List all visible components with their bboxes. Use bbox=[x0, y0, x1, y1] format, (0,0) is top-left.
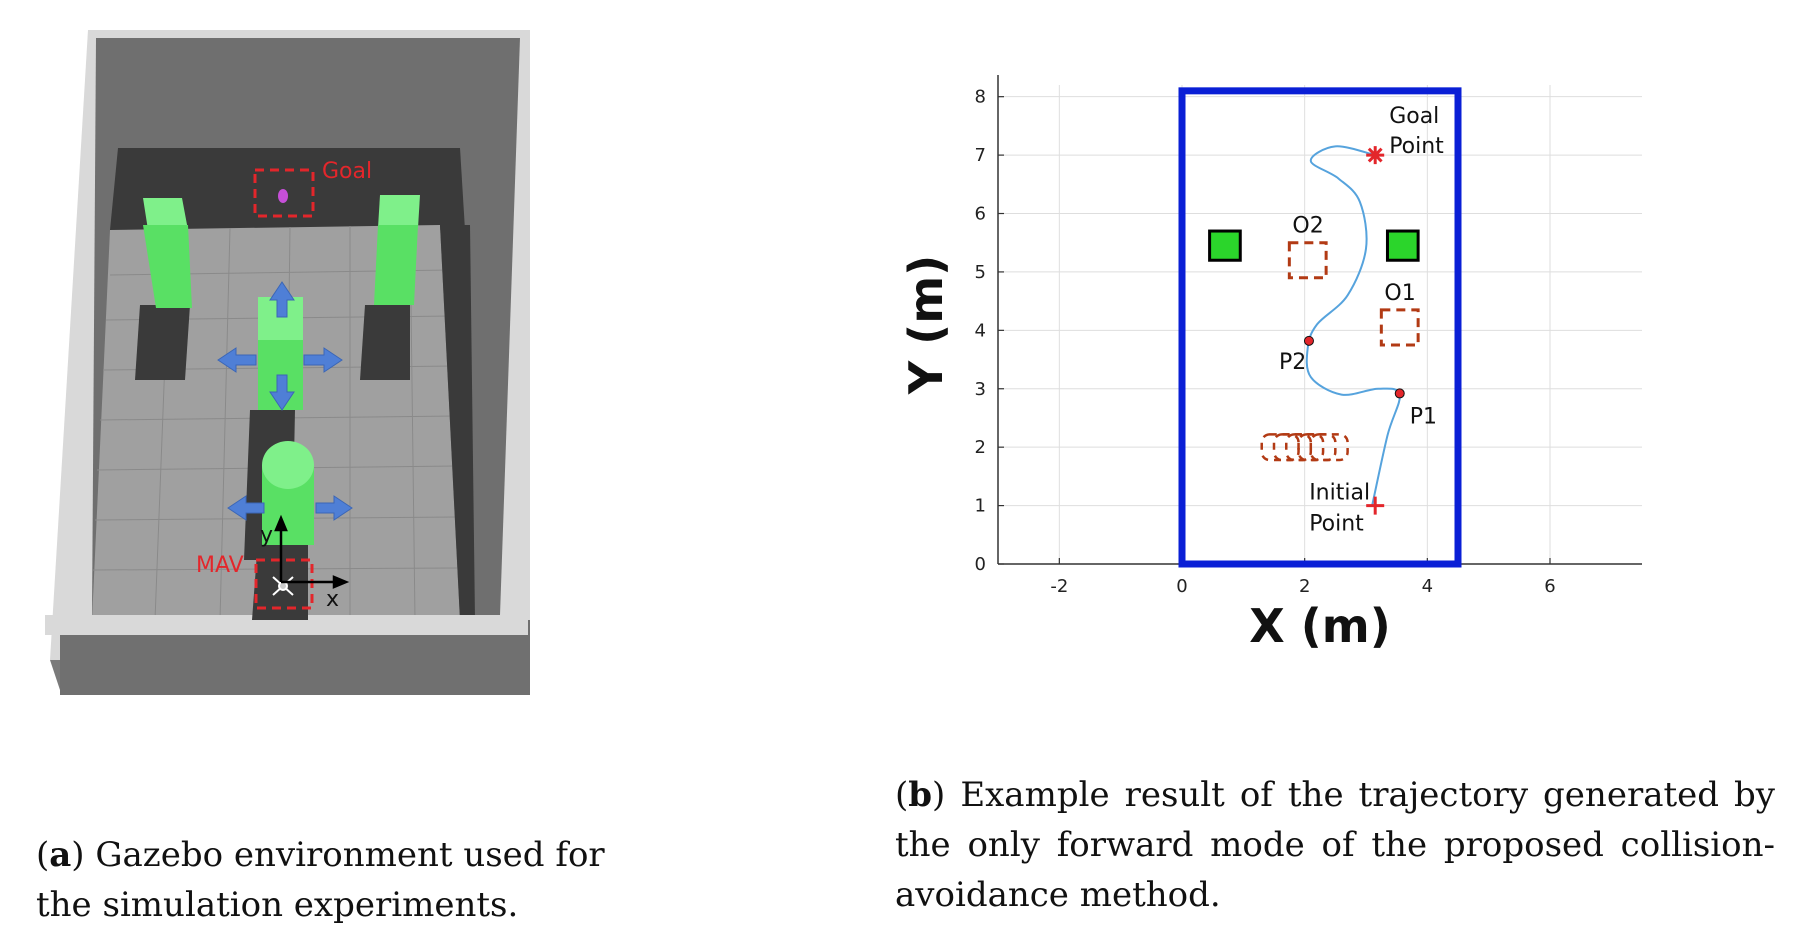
obstacle-label: O2 bbox=[1292, 214, 1323, 239]
arrow-down-icon bbox=[269, 374, 295, 411]
goal-dot bbox=[278, 189, 288, 203]
trajectory-line bbox=[1305, 145, 1401, 506]
y-tick-label: 0 bbox=[975, 554, 986, 575]
goal-marker bbox=[253, 168, 315, 218]
y-tick-label: 5 bbox=[975, 262, 986, 283]
waypoint-marker bbox=[1303, 335, 1314, 346]
y-tick-label: 8 bbox=[975, 87, 986, 108]
x-axis-title: X (m) bbox=[1249, 599, 1390, 653]
x-tick-label: 4 bbox=[1422, 576, 1433, 597]
arrow-right-icon bbox=[315, 495, 353, 521]
static-obstacle bbox=[1385, 229, 1420, 262]
arrow-up-icon bbox=[269, 281, 295, 318]
room-dark-strip bbox=[110, 148, 465, 230]
pillar-right-top bbox=[378, 195, 420, 228]
mav-marker bbox=[254, 558, 314, 610]
mav-label: MAV bbox=[196, 553, 244, 578]
caption-b-line1: Example result of the trajectory generat… bbox=[960, 775, 1775, 815]
x-tick-label: 2 bbox=[1299, 576, 1310, 597]
goal-point-label: Point bbox=[1389, 134, 1444, 159]
caption-b-line3: avoidance method. bbox=[895, 875, 1221, 915]
y-tick-label: 3 bbox=[975, 379, 986, 400]
pillar-shadow-right bbox=[360, 305, 410, 380]
cylinder-top bbox=[262, 441, 314, 489]
gazebo-scene: Goal MAV y x bbox=[45, 30, 530, 695]
y-tick-label: 7 bbox=[975, 145, 986, 166]
arrow-left-icon bbox=[227, 495, 265, 521]
pillar-right-body bbox=[374, 225, 418, 305]
moving-obstacle bbox=[1379, 308, 1420, 347]
moving-obstacle bbox=[1287, 241, 1328, 280]
room-outer-front bbox=[45, 615, 528, 635]
initial-point-label: Initial bbox=[1309, 481, 1370, 506]
goal-label: Goal bbox=[322, 159, 372, 184]
arrow-left-icon bbox=[217, 347, 257, 373]
floor-shadow-right bbox=[440, 225, 475, 620]
goal-point-marker bbox=[1366, 146, 1385, 165]
pillar-left-body bbox=[143, 225, 192, 308]
pillar-shadow-left bbox=[135, 305, 190, 380]
x-tick-label: 6 bbox=[1544, 576, 1555, 597]
waypoint-marker bbox=[1394, 388, 1405, 399]
caption-a: (a) Gazebo environment used for the simu… bbox=[36, 830, 616, 930]
x-axis-label: x bbox=[326, 587, 339, 612]
y-axis-label: y bbox=[260, 523, 273, 548]
goal-point-label: Goal bbox=[1389, 104, 1439, 129]
caption-a-tag: a bbox=[49, 835, 72, 875]
obstacle-label: O1 bbox=[1384, 281, 1415, 306]
caption-b-line2: the only forward mode of the proposed co… bbox=[895, 825, 1775, 865]
initial-point-label: Point bbox=[1309, 512, 1364, 537]
y-tick-label: 4 bbox=[975, 320, 986, 341]
initial-point-marker bbox=[1366, 496, 1385, 515]
caption-a-line2: the simulation experiments. bbox=[36, 885, 519, 925]
y-tick-label: 6 bbox=[975, 204, 986, 225]
caption-b: (b) Example result of the trajectory gen… bbox=[895, 770, 1775, 920]
pillar-left-top bbox=[143, 198, 188, 230]
caption-b-tag: b bbox=[908, 775, 933, 815]
caption-a-line1: Gazebo environment used for bbox=[95, 835, 605, 875]
x-tick-label: -2 bbox=[1050, 576, 1068, 597]
workspace-boundary bbox=[1178, 87, 1462, 568]
waypoint-label: P1 bbox=[1410, 404, 1437, 429]
x-tick-label: 0 bbox=[1176, 576, 1187, 597]
static-obstacle bbox=[1208, 229, 1242, 262]
waypoint-label: P2 bbox=[1279, 350, 1306, 375]
mav-icon bbox=[272, 576, 294, 596]
motion-arrows bbox=[217, 281, 353, 521]
arrow-right-icon bbox=[303, 347, 343, 373]
y-tick-label: 2 bbox=[975, 437, 986, 458]
y-tick-label: 1 bbox=[975, 496, 986, 517]
obstacle-trace bbox=[1309, 433, 1349, 462]
y-axis-title: Y (m) bbox=[899, 255, 953, 395]
body-axes bbox=[274, 514, 350, 589]
